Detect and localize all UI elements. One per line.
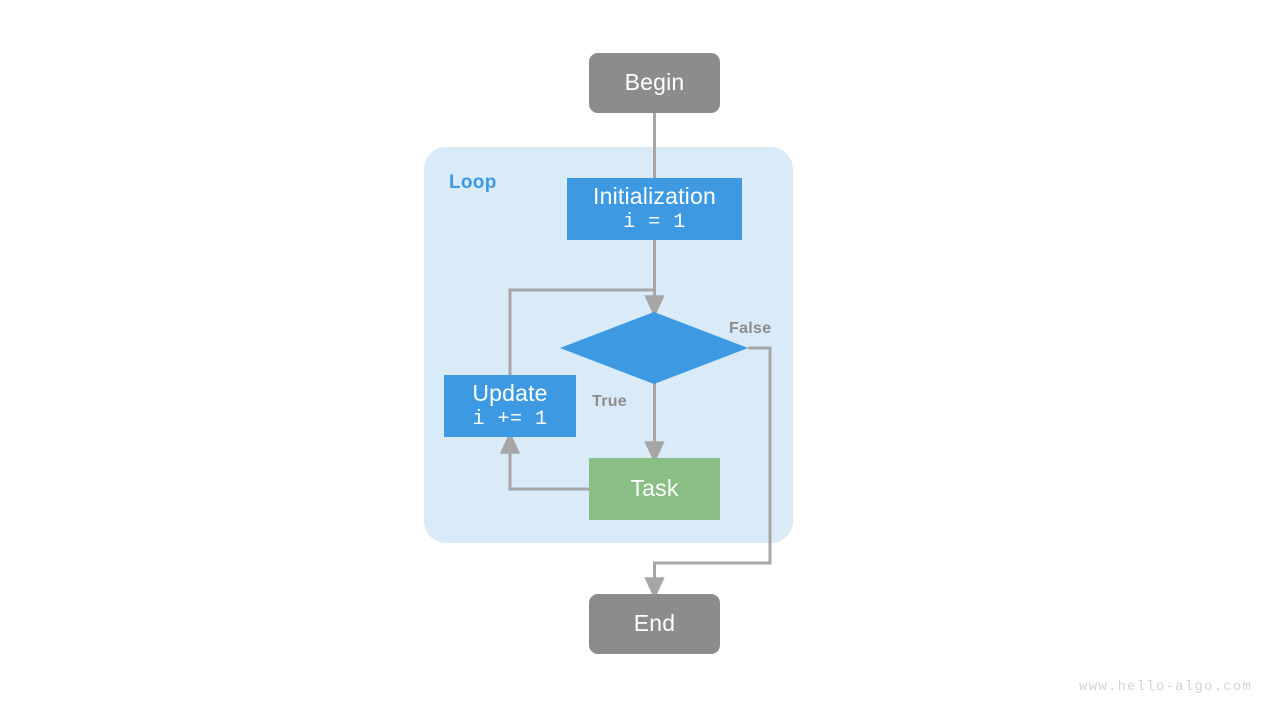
node-condition[interactable]: i ≤ n bbox=[560, 312, 875, 384]
node-begin[interactable]: Begin bbox=[589, 53, 720, 113]
node-initialization-label: Initialization bbox=[593, 182, 716, 209]
node-end-label: End bbox=[633, 610, 676, 637]
node-initialization[interactable]: Initialization i = 1 bbox=[567, 178, 742, 240]
watermark: www.hello-algo.com bbox=[1079, 679, 1252, 695]
node-update[interactable]: Update i += 1 bbox=[444, 375, 576, 437]
node-update-code: i += 1 bbox=[472, 407, 548, 431]
decision-diamond-shape bbox=[560, 312, 748, 384]
node-initialization-code: i = 1 bbox=[623, 210, 686, 234]
node-begin-label: Begin bbox=[624, 69, 685, 96]
node-task-label: Task bbox=[630, 475, 679, 502]
edge-task-to-update bbox=[499, 431, 589, 491]
node-task[interactable]: Task bbox=[589, 458, 720, 520]
edge-label-false: False bbox=[729, 320, 772, 337]
node-end[interactable]: End bbox=[589, 594, 720, 654]
node-condition-label: i ≤ n bbox=[807, 336, 876, 360]
edge-label-true: True bbox=[592, 393, 627, 410]
edge-condition-to-end bbox=[644, 346, 772, 600]
node-update-label: Update bbox=[472, 379, 548, 406]
edge-update-to-condition bbox=[508, 288, 655, 375]
loop-container-label: Loop bbox=[449, 172, 497, 193]
